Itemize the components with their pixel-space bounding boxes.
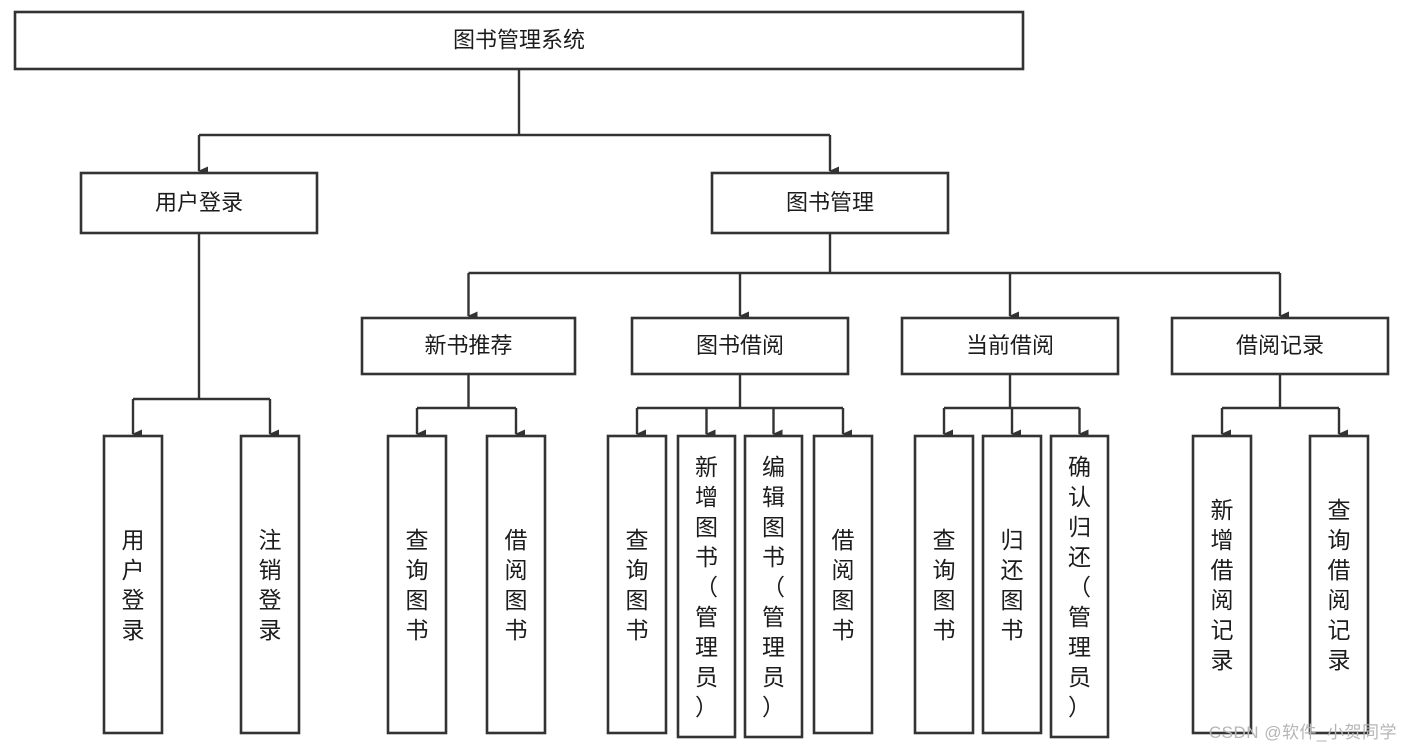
node-box-leaf-edit-book <box>743 434 804 739</box>
node-label-leaf-return-book: 归还图书 <box>1001 527 1024 643</box>
node-current-borrow[interactable]: 当前借阅 <box>900 316 1120 376</box>
node-label-leaf-query-book-b: 查询图书 <box>626 527 649 643</box>
node-box-user-login <box>79 171 319 235</box>
node-box-book-borrow <box>630 316 850 376</box>
node-leaf-query-record[interactable]: 查询借阅记录 <box>1308 434 1370 735</box>
node-leaf-borrow-book-b[interactable]: 借阅图书 <box>812 434 874 735</box>
node-book-manage[interactable]: 图书管理 <box>710 171 950 235</box>
nodes-layer: 图书管理系统用户登录图书管理新书推荐图书借阅当前借阅借阅记录用户登录注销登录查询… <box>13 10 1390 739</box>
node-leaf-query-book-rec[interactable]: 查询图书 <box>386 434 448 735</box>
node-box-leaf-user-login <box>102 434 164 735</box>
node-label-leaf-add-book: 新增图书（管理员） <box>695 454 718 720</box>
node-label-leaf-query-record: 查询借阅记录 <box>1328 497 1351 673</box>
node-label-new-book-rec: 新书推荐 <box>424 333 512 358</box>
node-label-leaf-query-book-rec: 查询图书 <box>406 527 429 643</box>
csdn-watermark: CSDN @软件_小贺同学 <box>1208 723 1397 742</box>
node-book-borrow[interactable]: 图书借阅 <box>630 316 850 376</box>
node-box-leaf-borrow-book-b <box>812 434 874 735</box>
node-leaf-return-book[interactable]: 归还图书 <box>981 434 1043 735</box>
node-label-leaf-query-book-c: 查询图书 <box>933 527 956 643</box>
node-label-user-login: 用户登录 <box>155 190 243 215</box>
node-box-leaf-add-record <box>1191 434 1253 735</box>
node-box-leaf-query-book-c <box>913 434 975 735</box>
node-box-leaf-borrow-book-rec <box>485 434 547 735</box>
node-leaf-user-logout[interactable]: 注销登录 <box>239 434 301 735</box>
node-label-book-borrow: 图书借阅 <box>696 333 784 358</box>
node-leaf-add-book[interactable]: 新增图书（管理员） <box>676 434 737 739</box>
node-label-leaf-borrow-book-b: 借阅图书 <box>832 527 855 643</box>
node-box-leaf-confirm-return <box>1049 434 1110 739</box>
node-label-leaf-add-record: 新增借阅记录 <box>1211 497 1234 673</box>
edges-layer <box>131 69 1348 439</box>
node-leaf-add-record[interactable]: 新增借阅记录 <box>1191 434 1253 735</box>
node-box-leaf-query-book-b <box>606 434 668 735</box>
node-box-leaf-query-book-rec <box>386 434 448 735</box>
node-leaf-user-login[interactable]: 用户登录 <box>102 434 164 735</box>
node-box-leaf-query-record <box>1308 434 1370 735</box>
node-label-leaf-user-login: 用户登录 <box>122 527 145 643</box>
node-box-current-borrow <box>900 316 1120 376</box>
node-label-root: 图书管理系统 <box>453 27 585 52</box>
node-leaf-edit-book[interactable]: 编辑图书（管理员） <box>743 434 804 739</box>
node-leaf-confirm-return[interactable]: 确认归还（管理员） <box>1049 434 1110 739</box>
node-user-login[interactable]: 用户登录 <box>79 171 319 235</box>
node-box-leaf-add-book <box>676 434 737 739</box>
node-new-book-rec[interactable]: 新书推荐 <box>360 316 577 376</box>
node-box-leaf-user-logout <box>239 434 301 735</box>
node-label-current-borrow: 当前借阅 <box>966 333 1054 358</box>
node-leaf-borrow-book-rec[interactable]: 借阅图书 <box>485 434 547 735</box>
node-box-borrow-record <box>1170 316 1390 376</box>
node-label-leaf-borrow-book-rec: 借阅图书 <box>505 527 528 643</box>
node-borrow-record[interactable]: 借阅记录 <box>1170 316 1390 376</box>
node-label-borrow-record: 借阅记录 <box>1236 333 1324 358</box>
node-box-book-manage <box>710 171 950 235</box>
node-label-leaf-edit-book: 编辑图书（管理员） <box>762 454 785 720</box>
node-root[interactable]: 图书管理系统 <box>13 10 1025 71</box>
node-box-new-book-rec <box>360 316 577 376</box>
node-box-root <box>13 10 1025 71</box>
node-label-leaf-confirm-return: 确认归还（管理员） <box>1068 454 1091 720</box>
node-leaf-query-book-b[interactable]: 查询图书 <box>606 434 668 735</box>
node-label-leaf-user-logout: 注销登录 <box>259 527 282 643</box>
node-box-leaf-return-book <box>981 434 1043 735</box>
node-leaf-query-book-c[interactable]: 查询图书 <box>913 434 975 735</box>
node-label-book-manage: 图书管理 <box>786 190 874 215</box>
